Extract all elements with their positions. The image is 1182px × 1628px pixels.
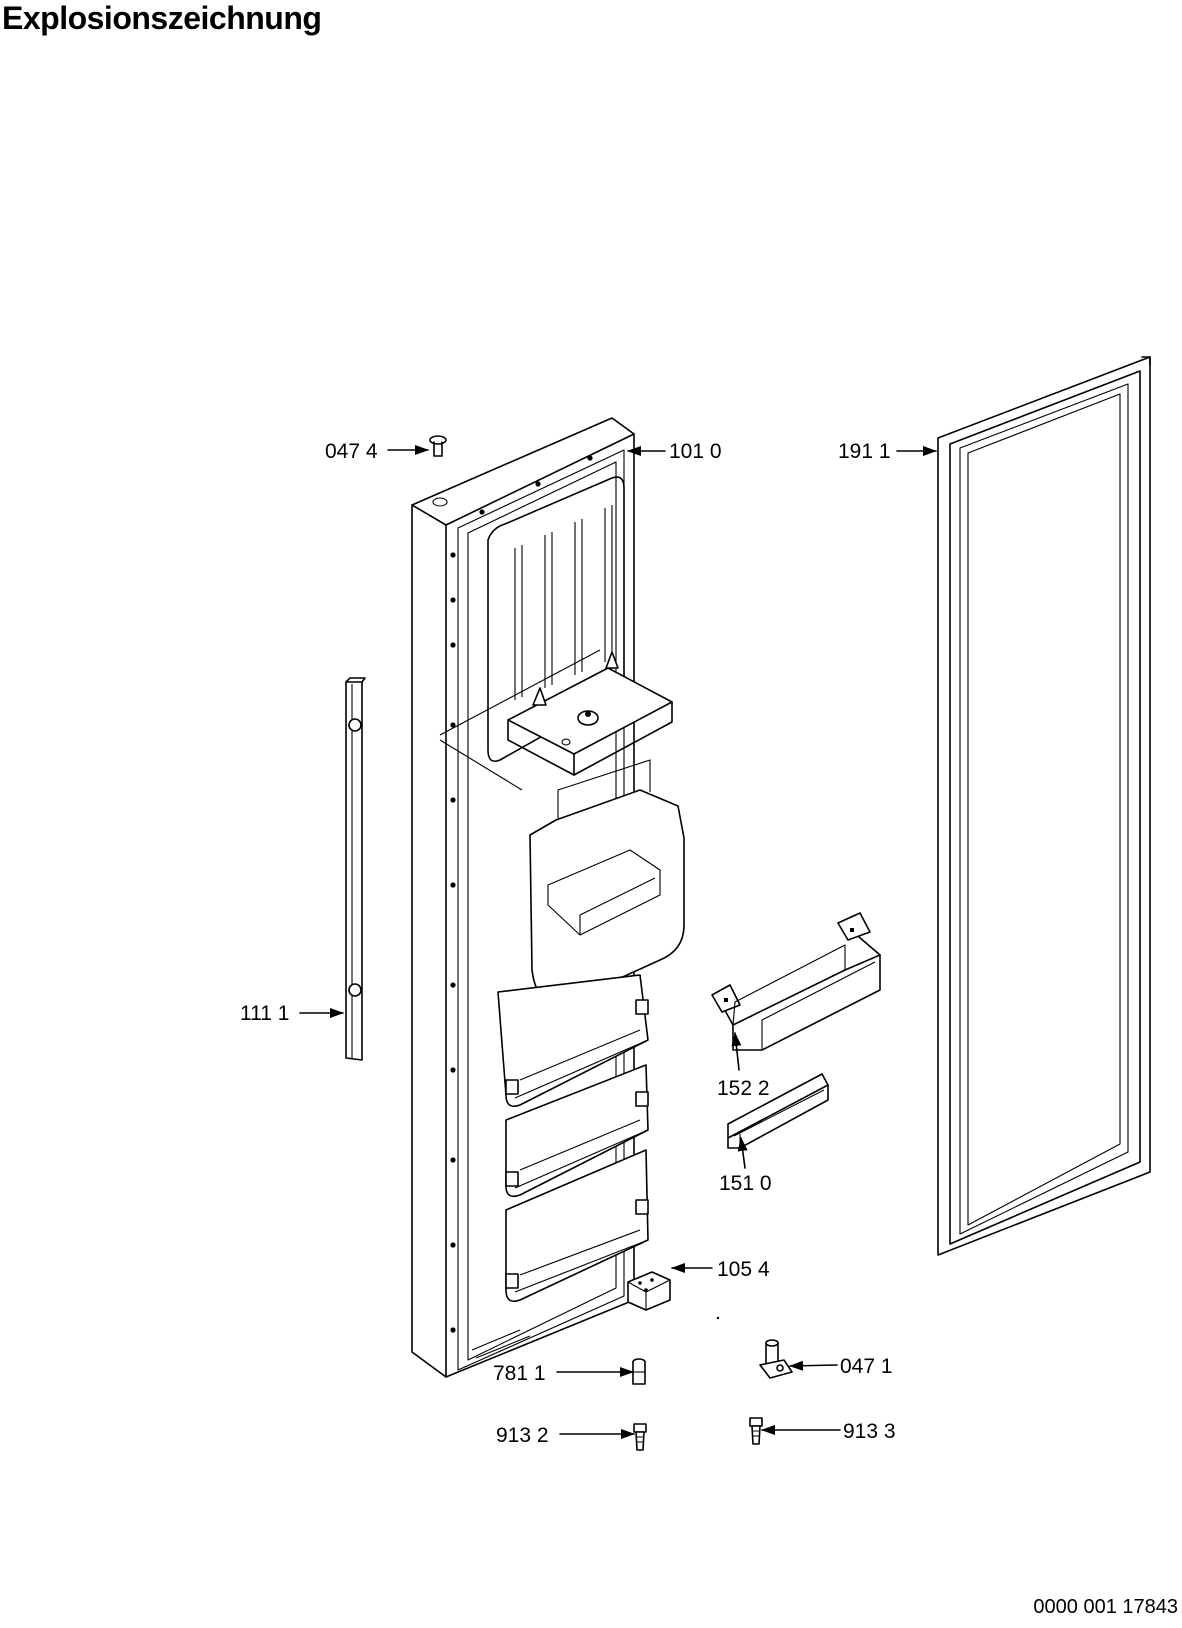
pin-part-0474 xyxy=(429,435,447,457)
screw-part-9133 xyxy=(749,1417,763,1445)
label-7811: 781 1 xyxy=(493,1362,546,1385)
screw-part-9132 xyxy=(633,1423,647,1451)
label-1510: 151 0 xyxy=(719,1172,772,1195)
handle-bar-part-1111 xyxy=(345,677,366,1061)
bushing-part-7811 xyxy=(632,1358,646,1385)
label-1054: 105 4 xyxy=(717,1258,770,1281)
leader-lines xyxy=(299,445,937,1439)
label-0474: 047 4 xyxy=(325,440,378,463)
label-0471: 047 1 xyxy=(840,1355,893,1378)
door-bin-part-1522 xyxy=(711,912,881,1051)
gasket-frame-part-1911 xyxy=(937,356,1151,1256)
label-1010: 101 0 xyxy=(669,440,722,463)
label-1522: 152 2 xyxy=(717,1077,770,1100)
document-number: 0000 001 17843 xyxy=(1033,1596,1178,1618)
label-9132: 913 2 xyxy=(496,1424,549,1447)
label-1911: 191 1 xyxy=(838,440,891,463)
door-inner-panel xyxy=(411,417,685,1378)
bottom-hinge-part-0471 xyxy=(759,1339,793,1379)
label-1111: 111 1 xyxy=(240,1002,289,1025)
label-9133: 913 3 xyxy=(843,1420,896,1443)
rail-part-1510 xyxy=(727,1073,829,1149)
page-title: Explosionszeichnung xyxy=(2,0,322,36)
hinge-plate-part-1054 xyxy=(627,1271,720,1320)
